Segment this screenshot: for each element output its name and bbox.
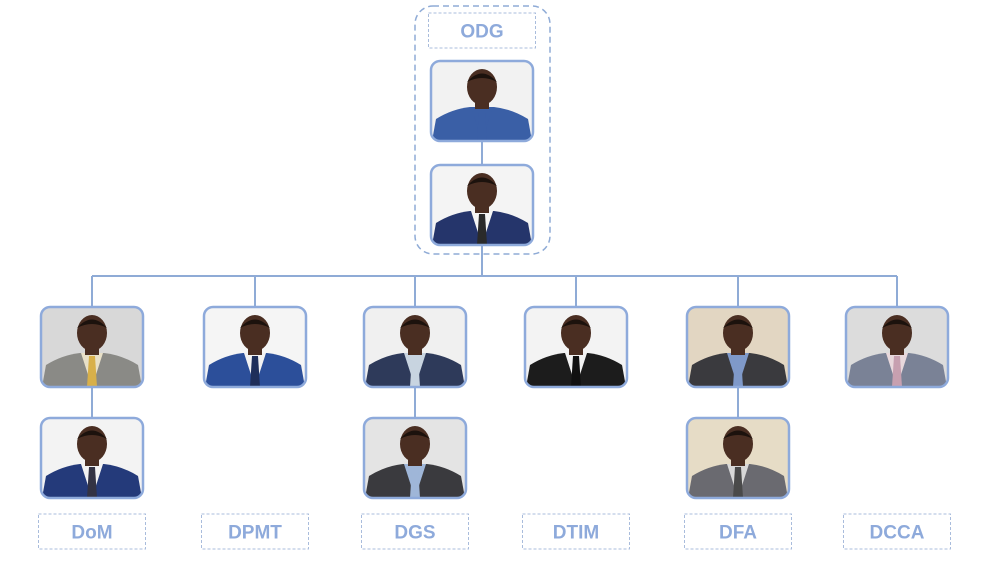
top-unit-label: ODG <box>428 12 536 49</box>
photo-frame <box>844 305 950 389</box>
tie-shape <box>250 356 260 387</box>
person-photo-icon <box>41 307 143 387</box>
unit-person-1 <box>523 305 629 389</box>
unit-label-box: DCCA <box>843 513 951 550</box>
connector-lines <box>91 141 898 418</box>
hair-shape <box>561 319 591 328</box>
label-frame <box>361 513 469 550</box>
unit-label-box: DoM <box>38 513 146 550</box>
photo-frame <box>429 59 535 143</box>
hair-shape <box>77 430 107 439</box>
person-photo-icon <box>364 418 466 498</box>
hair-shape <box>467 177 497 186</box>
top-unit-frame <box>414 5 551 255</box>
photo-frame <box>362 305 468 389</box>
hair-shape <box>723 319 753 328</box>
person-photo-icon <box>687 307 789 387</box>
unit-columns: DoM DPMT DGS DTIM DFA DCCA <box>38 305 951 550</box>
label-frame <box>428 12 536 49</box>
hair-shape <box>467 73 497 82</box>
photo-frame <box>39 416 145 500</box>
hair-shape <box>77 319 107 328</box>
unit-person-1 <box>39 305 145 389</box>
tie-shape <box>892 356 902 387</box>
unit-label: DTIM <box>553 523 599 544</box>
label-frame <box>38 513 146 550</box>
unit-person-2 <box>39 416 145 500</box>
unit-label: DCCA <box>870 523 925 544</box>
unit-dom: DoM <box>38 305 146 550</box>
unit-label-box: DTIM <box>522 513 630 550</box>
photo-frame <box>39 305 145 389</box>
tie-shape <box>477 214 487 245</box>
unit-label-box: DPMT <box>201 513 309 550</box>
unit-label: DoM <box>71 523 112 544</box>
hair-shape <box>723 430 753 439</box>
unit-person-1 <box>844 305 950 389</box>
hair-shape <box>400 319 430 328</box>
unit-person-1 <box>362 305 468 389</box>
tie-shape <box>410 467 420 498</box>
unit-dpmt: DPMT <box>201 305 309 550</box>
hair-shape <box>882 319 912 328</box>
person-photo-icon <box>204 307 306 387</box>
unit-label: ODG <box>460 22 503 43</box>
photo-frame <box>685 305 791 389</box>
tie-shape <box>87 467 97 498</box>
hair-shape <box>400 430 430 439</box>
tie-shape <box>410 356 420 387</box>
photo-frame <box>202 305 308 389</box>
unit-label: DPMT <box>228 523 282 544</box>
top-person-2 <box>429 163 535 247</box>
label-frame <box>684 513 792 550</box>
person-photo-icon <box>525 307 627 387</box>
person-photo-icon <box>846 307 948 387</box>
unit-dfa: DFA <box>684 305 792 550</box>
unit-person-2 <box>685 416 791 500</box>
tie-shape <box>87 356 97 387</box>
photo-frame <box>685 416 791 500</box>
person-photo-icon <box>431 165 533 245</box>
label-frame <box>522 513 630 550</box>
tie-shape <box>477 110 487 141</box>
person-photo-icon <box>687 418 789 498</box>
unit-person-1 <box>202 305 308 389</box>
top-person-1 <box>429 59 535 143</box>
unit-label-box: DGS <box>361 513 469 550</box>
label-frame <box>201 513 309 550</box>
unit-label: DGS <box>394 523 435 544</box>
person-photo-icon <box>431 61 533 141</box>
unit-label-box: DFA <box>684 513 792 550</box>
label-frame <box>843 513 951 550</box>
tie-shape <box>733 467 743 498</box>
tie-shape <box>733 356 743 387</box>
hair-shape <box>240 319 270 328</box>
person-photo-icon <box>41 418 143 498</box>
unit-label: DFA <box>719 523 757 544</box>
unit-dgs: DGS <box>361 305 469 550</box>
photo-frame <box>362 416 468 500</box>
photo-frame <box>429 163 535 247</box>
top-unit-group: ODG <box>414 5 551 255</box>
unit-dcca: DCCA <box>843 305 951 550</box>
tie-shape <box>571 356 581 387</box>
photo-frame <box>523 305 629 389</box>
person-photo-icon <box>364 307 466 387</box>
unit-person-1 <box>685 305 791 389</box>
unit-dtim: DTIM <box>522 305 630 550</box>
unit-person-2 <box>362 416 468 500</box>
